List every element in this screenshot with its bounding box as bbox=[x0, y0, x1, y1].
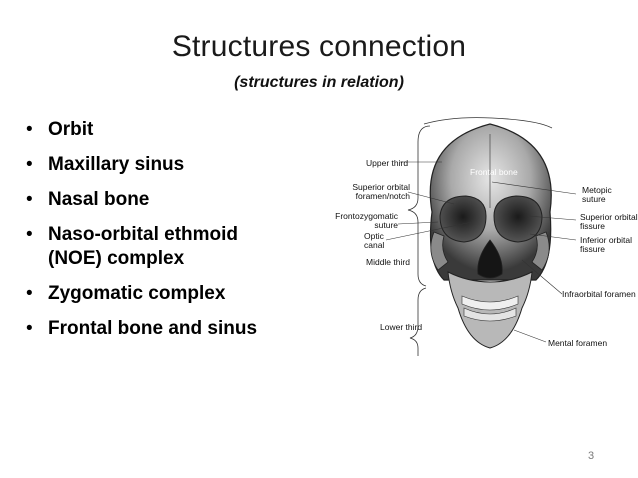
bullet-item-noe-complex: • Naso-orbital ethmoid (NOE) complex bbox=[26, 223, 316, 271]
bullet-text: Orbit bbox=[48, 119, 94, 140]
label-frontozygomatic-suture: Frontozygomatic suture bbox=[324, 212, 398, 230]
bullet-glyph: • bbox=[26, 318, 33, 339]
bullet-glyph: • bbox=[26, 224, 33, 245]
label-line: Inferior orbital bbox=[580, 235, 632, 245]
bullet-text: Naso-orbital ethmoid bbox=[48, 224, 239, 245]
label-line: Frontozygomatic bbox=[335, 211, 398, 221]
label-line: canal bbox=[364, 240, 385, 250]
bullet-item-maxillary-sinus: • Maxillary sinus bbox=[26, 153, 316, 177]
bullet-item-orbit: • Orbit bbox=[26, 118, 316, 142]
region-bracket-lower bbox=[409, 287, 427, 356]
region-bracket-upper-middle bbox=[407, 125, 431, 287]
skull-figure: Upper third Frontal bone Superior orbita… bbox=[322, 112, 638, 370]
label-inferior-orbital-fissure: Inferior orbital fissure bbox=[580, 236, 632, 254]
pointer-superior-orbital-foramen bbox=[407, 191, 455, 205]
label-upper-third: Upper third bbox=[366, 158, 409, 168]
bullet-item-zygomatic-complex: • Zygomatic complex bbox=[26, 282, 316, 306]
page-number: 3 bbox=[588, 450, 595, 462]
label-line: Optic bbox=[364, 231, 384, 241]
pointer-metopic bbox=[491, 181, 577, 195]
bullet-glyph: • bbox=[26, 189, 33, 210]
skull-illustration bbox=[385, 117, 577, 356]
pointer-inferior-orbital-fissure bbox=[529, 233, 577, 241]
label-line: Superior orbital bbox=[580, 212, 638, 222]
label-superior-orbital-fissure: Superior orbital fissure bbox=[580, 213, 638, 231]
bullet-text: Nasal bone bbox=[48, 189, 150, 210]
label-metopic-suture: Metopic suture bbox=[582, 186, 612, 204]
label-infraorbital-foramen: Infraorbital foramen bbox=[562, 289, 636, 299]
bullet-text: Frontal bone and sinus bbox=[48, 318, 258, 339]
right-orbit bbox=[493, 195, 543, 243]
label-line: fissure bbox=[580, 221, 606, 231]
label-optic-canal: Optic canal bbox=[364, 232, 384, 250]
label-frontal-bone: Frontal bone bbox=[470, 167, 518, 177]
pointer-infraorbital-foramen bbox=[521, 259, 563, 295]
label-line: fissure bbox=[580, 244, 606, 254]
bullet-item-frontal-bone-sinus: • Frontal bone and sinus bbox=[26, 317, 316, 341]
lower-teeth bbox=[463, 307, 517, 322]
pointer-optic-canal bbox=[385, 221, 473, 241]
right-zygoma bbox=[531, 231, 550, 271]
bullet-glyph: • bbox=[26, 154, 33, 175]
left-orbit bbox=[439, 195, 487, 243]
label-middle-third: Middle third bbox=[366, 257, 410, 267]
bullet-text: Zygomatic complex bbox=[48, 283, 226, 304]
label-line: suture bbox=[374, 220, 398, 230]
pointer-frontozygomatic bbox=[397, 221, 439, 225]
label-lower-third: Lower third bbox=[380, 322, 423, 332]
label-line: suture bbox=[582, 194, 606, 204]
label-line: Metopic bbox=[582, 185, 612, 195]
bullet-text-continued: (NOE) complex bbox=[48, 248, 185, 269]
label-superior-orbital-foramen: Superior orbital foramen/notch bbox=[332, 183, 410, 201]
label-line: Superior orbital bbox=[352, 182, 410, 192]
label-mental-foramen: Mental foramen bbox=[548, 338, 608, 348]
slide-title: Structures connection bbox=[171, 30, 467, 63]
label-line: foramen/notch bbox=[355, 191, 410, 201]
pointer-mental-foramen bbox=[513, 329, 547, 343]
upper-teeth bbox=[461, 295, 519, 311]
region-bracket-top bbox=[423, 117, 553, 129]
nasal-aperture bbox=[477, 239, 503, 279]
left-zygoma bbox=[430, 231, 449, 271]
bullet-item-nasal-bone: • Nasal bone bbox=[26, 188, 316, 212]
bullet-glyph: • bbox=[26, 119, 33, 140]
slide-subtitle: (structures in relation) bbox=[234, 74, 404, 91]
pointer-superior-orbital-fissure bbox=[527, 215, 577, 221]
bullet-text: Maxillary sinus bbox=[48, 154, 185, 175]
bullet-glyph: • bbox=[26, 283, 33, 304]
bullet-list: • Orbit • Maxillary sinus • Nasal bone • Nas… bbox=[26, 118, 316, 352]
